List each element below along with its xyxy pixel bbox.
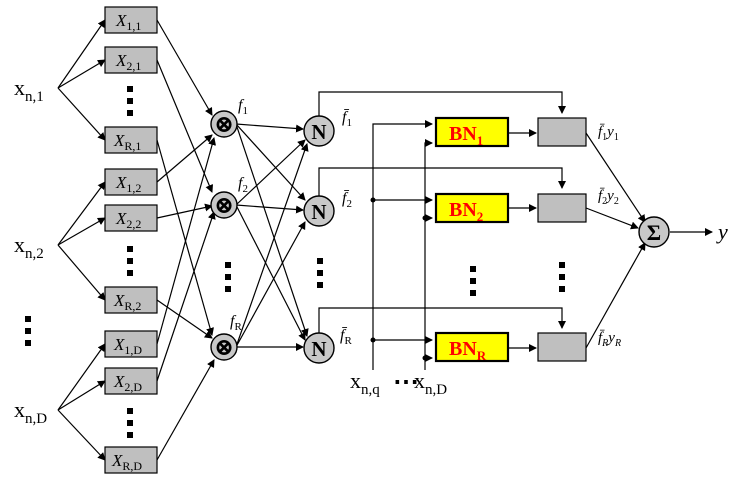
membership-box-2-1: X2,1 — [104, 46, 158, 74]
svg-text:N: N — [311, 120, 326, 144]
ellipsis-norm — [317, 258, 323, 288]
ellipsis-inputs — [25, 316, 31, 346]
product-box-1 — [537, 117, 587, 147]
membership-box-R-D: XR,D — [104, 446, 158, 474]
product-box-2 — [537, 193, 587, 223]
svg-text:N: N — [311, 200, 326, 224]
membership-box-1-1: X1,1 — [104, 6, 158, 34]
svg-text:X1,2: X1,2 — [115, 173, 141, 195]
input-label-xD: xn,D — [14, 397, 47, 427]
input-label-x2: xn,2 — [14, 232, 44, 262]
sum-node: Σ — [638, 216, 670, 248]
output-label-1: f̄1y1 — [598, 124, 619, 143]
ellipsis-bn — [470, 262, 565, 296]
svg-text:BN2: BN2 — [449, 199, 483, 224]
svg-text:X2,D: X2,D — [113, 372, 142, 394]
svg-text:X2,2: X2,2 — [115, 209, 141, 231]
bottom-input-xD: xn,D — [414, 368, 447, 398]
ellipsis-product — [225, 262, 231, 292]
svg-text:⊗: ⊗ — [214, 112, 234, 138]
bn-box-2: BN2 — [434, 192, 510, 224]
ellipsis-membership — [127, 86, 133, 438]
membership-box-2-D: X2,D — [104, 367, 158, 395]
output-label-2: f̄2y2 — [598, 188, 619, 207]
input-label-x1: xn,1 — [14, 75, 44, 105]
output-label-R: f̄RyR — [598, 330, 621, 349]
bn-box-1: BN1 — [434, 116, 510, 148]
membership-box-R-2: XR,2 — [104, 286, 158, 314]
svg-text:⊗: ⊗ — [214, 193, 234, 219]
bn-box-R: BNR — [434, 331, 510, 363]
svg-text:N: N — [311, 337, 326, 361]
firing-label-2: f2 — [238, 175, 248, 195]
svg-text:BN1: BN1 — [449, 123, 483, 148]
svg-text:XR,2: XR,2 — [113, 291, 141, 313]
membership-box-R-1: XR,1 — [104, 126, 158, 154]
membership-box-2-2: X2,2 — [104, 204, 158, 232]
junction-dots — [370, 197, 428, 361]
membership-box-1-D: X1,D — [104, 330, 158, 358]
svg-text:X2,1: X2,1 — [115, 51, 141, 73]
final-output-label: y — [716, 219, 728, 244]
membership-box-1-2: X1,2 — [104, 168, 158, 196]
product-node-1: ⊗ — [210, 110, 238, 138]
product-node-2: ⊗ — [210, 191, 238, 219]
svg-text:BNR: BNR — [449, 338, 487, 363]
svg-text:X1,1: X1,1 — [115, 11, 141, 33]
normalized-label-R: f̄R — [340, 327, 352, 347]
svg-text:XR,1: XR,1 — [113, 131, 141, 153]
product-node-R: ⊗ — [210, 333, 238, 361]
firing-label-1: f1 — [238, 97, 248, 117]
norm-node-2: N — [303, 195, 335, 227]
membership-column: X1,1 X2,1 XR,1 X1,2 X2,2 XR,2 X1,D X2,D … — [104, 6, 158, 474]
bottom-input-xq: xn,q — [350, 368, 380, 398]
bottom-input-dots: ⋯ — [393, 367, 419, 396]
svg-text:XR,D: XR,D — [111, 451, 142, 473]
svg-text:Σ: Σ — [647, 220, 661, 245]
normalized-label-1: f̄1 — [342, 109, 352, 129]
svg-text:X1,D: X1,D — [113, 335, 142, 357]
firing-label-R: fR — [230, 313, 242, 333]
product-box-R — [537, 332, 587, 362]
svg-text:⊗: ⊗ — [214, 335, 234, 361]
normalized-label-2: f̄2 — [342, 190, 352, 210]
norm-node-1: N — [303, 115, 335, 147]
wires — [57, 19, 713, 461]
norm-node-R: N — [303, 332, 335, 364]
